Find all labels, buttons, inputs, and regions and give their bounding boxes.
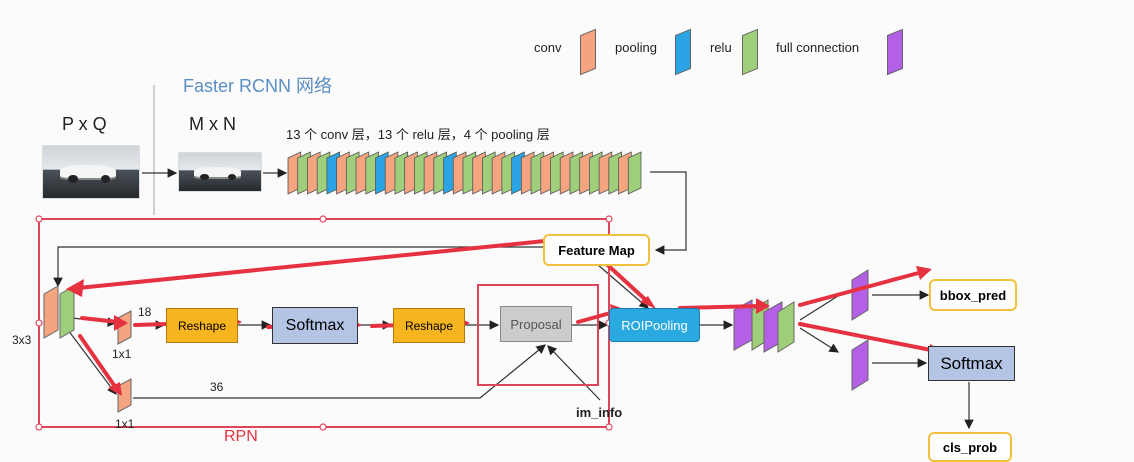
red-arrow-featuremap-to-rpn — [76, 239, 547, 290]
rpn-conv1x1-bottom-layer — [117, 378, 132, 413]
cls-prob-label: cls_prob — [942, 439, 998, 455]
red-arrow-to-softmax — [798, 322, 938, 353]
conv3x3-to-bottom1x1-arrow — [67, 329, 117, 395]
bottom1x1-to-proposal-arrow — [133, 344, 546, 399]
section-title: Faster RCNN 网络 — [183, 76, 333, 96]
rpn-label: RPN — [224, 428, 258, 445]
roipooling-label: ROIPooling — [621, 317, 688, 333]
conv1x1-top-label: 1x1 — [112, 347, 132, 361]
head-relu2-layer — [777, 301, 795, 353]
bbox-pred-box: bbox_pred — [929, 279, 1017, 311]
legend-relu-swatch — [742, 28, 758, 76]
red-arrow-to-bottom1x1 — [78, 334, 118, 390]
reshape-box-1: Reshape — [166, 308, 238, 343]
cls-fc-layer — [851, 339, 869, 391]
red-arrow-to-top1x1 — [80, 316, 120, 324]
reshape-2-label: Reshape — [404, 318, 454, 333]
bbox-pred-label: bbox_pred — [939, 287, 1007, 303]
bbox-fc-layer — [851, 269, 869, 321]
channels-18-label: 18 — [138, 305, 152, 319]
legend-pooling-swatch — [675, 28, 691, 76]
head-softmax-box: Softmax — [928, 346, 1015, 381]
legend-full-connection-label: full connection — [776, 40, 860, 55]
rpn-softmax-label: Softmax — [285, 316, 345, 334]
input-size-label: P x Q — [62, 114, 107, 134]
cls-prob-box: cls_prob — [928, 432, 1012, 462]
input-car-image — [42, 145, 140, 199]
head-softmax-label: Softmax — [940, 353, 1003, 373]
legend-full-connection-swatch — [887, 28, 903, 76]
legend-conv-swatch — [580, 28, 596, 76]
conv3x3-label: 3x3 — [12, 333, 32, 347]
red-arrow-proposal-to-roipooling — [576, 310, 616, 324]
backbone-layers — [287, 151, 642, 195]
reshape-box-2: Reshape — [393, 308, 465, 343]
red-arrow-roipooling-to-fc — [678, 304, 762, 310]
fc-to-lower-branch-arrow — [799, 327, 840, 353]
iminfo-to-proposal-arrow — [547, 345, 601, 401]
featuremap-to-rpn-arrow — [53, 246, 545, 288]
proposal-box: Proposal — [500, 306, 572, 342]
channels-36-label: 36 — [210, 380, 224, 394]
backbone-relu-layer — [627, 151, 642, 195]
red-arrow-to-bbox — [798, 270, 924, 307]
conv1x1-bottom-label: 1x1 — [115, 417, 135, 431]
feature-map-box: Feature Map — [543, 234, 650, 266]
resized-car-image — [178, 152, 262, 192]
featuremap-to-roipooling-arrow — [597, 264, 649, 309]
rpn-relu-layer — [59, 285, 75, 339]
fc-to-upper-branch-arrow — [799, 295, 839, 321]
im-info-label: im_info — [576, 405, 623, 420]
legend-pooling-label: pooling — [615, 40, 657, 55]
rpn-conv3x3-layer — [43, 285, 59, 339]
backbone-to-featuremap-arrow — [650, 171, 687, 255]
reshape-1-label: Reshape — [177, 318, 227, 333]
resized-size-label: M x N — [189, 114, 236, 134]
legend-conv-label: conv — [534, 40, 562, 55]
feature-map-label: Feature Map — [558, 242, 635, 258]
backbone-caption: 13 个 conv 层，13 个 relu 层，4 个 pooling 层 — [286, 127, 550, 142]
roipooling-box: ROIPooling — [609, 308, 700, 342]
proposal-frame — [477, 284, 599, 386]
proposal-label: Proposal — [510, 316, 562, 332]
rpn-softmax-box: Softmax — [272, 307, 358, 344]
legend-relu-label: relu — [710, 40, 732, 55]
